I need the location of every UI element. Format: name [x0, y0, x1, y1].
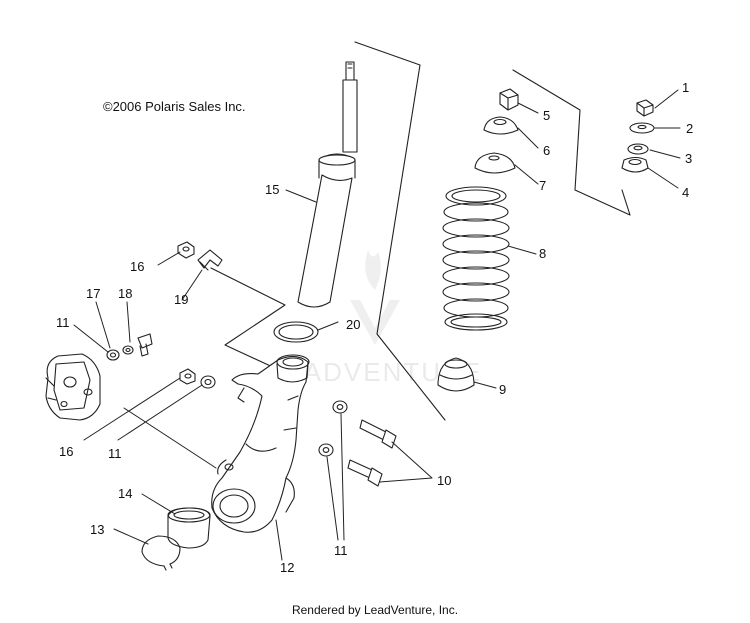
- nut-upper: [177, 241, 195, 259]
- bracket-shock-group: [354, 41, 446, 421]
- footer-credit: Rendered by LeadVenture, Inc.: [291, 603, 459, 617]
- copyright-notice: ©2006 Polaris Sales Inc.: [103, 99, 246, 114]
- callout-17: 17: [86, 286, 100, 301]
- wheel-bearing: [167, 507, 211, 549]
- bump-stop: [437, 357, 475, 392]
- spring-cap: [483, 116, 519, 135]
- bracket-clip-group: [210, 267, 291, 376]
- callout-3: 3: [685, 151, 692, 166]
- callout-7: 7: [539, 178, 546, 193]
- callout-11-caliper: 11: [56, 315, 70, 330]
- callout-16-lower: 16: [59, 444, 73, 459]
- seal-ring: [273, 321, 319, 343]
- callout-19: 19: [174, 292, 188, 307]
- callout-1: 1: [682, 80, 689, 95]
- top-nut-right: [636, 99, 654, 117]
- callout-11-bolts: 11: [334, 543, 348, 558]
- callout-6: 6: [543, 143, 550, 158]
- bushing-right: [627, 143, 649, 155]
- callout-2: 2: [686, 121, 693, 136]
- leader-lines: [73, 89, 681, 561]
- callout-15: 15: [265, 182, 279, 197]
- shock-absorber: [297, 61, 358, 308]
- callout-4: 4: [682, 185, 689, 200]
- top-nut: [499, 88, 519, 111]
- callout-numbers: 1 2 3 4 5 6 7 8 9 10 11 11 11 12 13 14 1…: [56, 80, 693, 575]
- callout-13: 13: [90, 522, 104, 537]
- hose-clip: [197, 249, 223, 271]
- brake-caliper: [45, 353, 101, 421]
- mount-right: [621, 156, 649, 173]
- bleeder-bolt: [137, 333, 153, 357]
- callout-20: 20: [346, 317, 360, 332]
- coil-spring: [442, 186, 510, 331]
- spring-seat: [474, 152, 516, 174]
- steering-knuckle: [211, 354, 310, 533]
- washer-bolt-upper: [332, 400, 348, 414]
- snap-ring: [141, 535, 181, 571]
- nut-lower: [179, 368, 196, 385]
- callout-16-upper: 16: [130, 259, 144, 274]
- callout-5: 5: [543, 108, 550, 123]
- callout-8: 8: [539, 246, 546, 261]
- washer-small: [122, 345, 134, 355]
- callout-10: 10: [437, 473, 451, 488]
- washer-caliper: [106, 349, 120, 361]
- washer-lower: [200, 375, 216, 389]
- washer-right: [629, 122, 655, 134]
- bolt-upper: [359, 419, 397, 449]
- callout-14: 14: [118, 486, 132, 501]
- bolt-lower: [347, 459, 383, 487]
- callout-12: 12: [280, 560, 294, 575]
- callout-9: 9: [499, 382, 506, 397]
- washer-bolt-lower: [318, 443, 334, 457]
- callout-11-knuckle: 11: [108, 446, 122, 461]
- bracket-spring-group: [512, 69, 631, 216]
- callout-18: 18: [118, 286, 132, 301]
